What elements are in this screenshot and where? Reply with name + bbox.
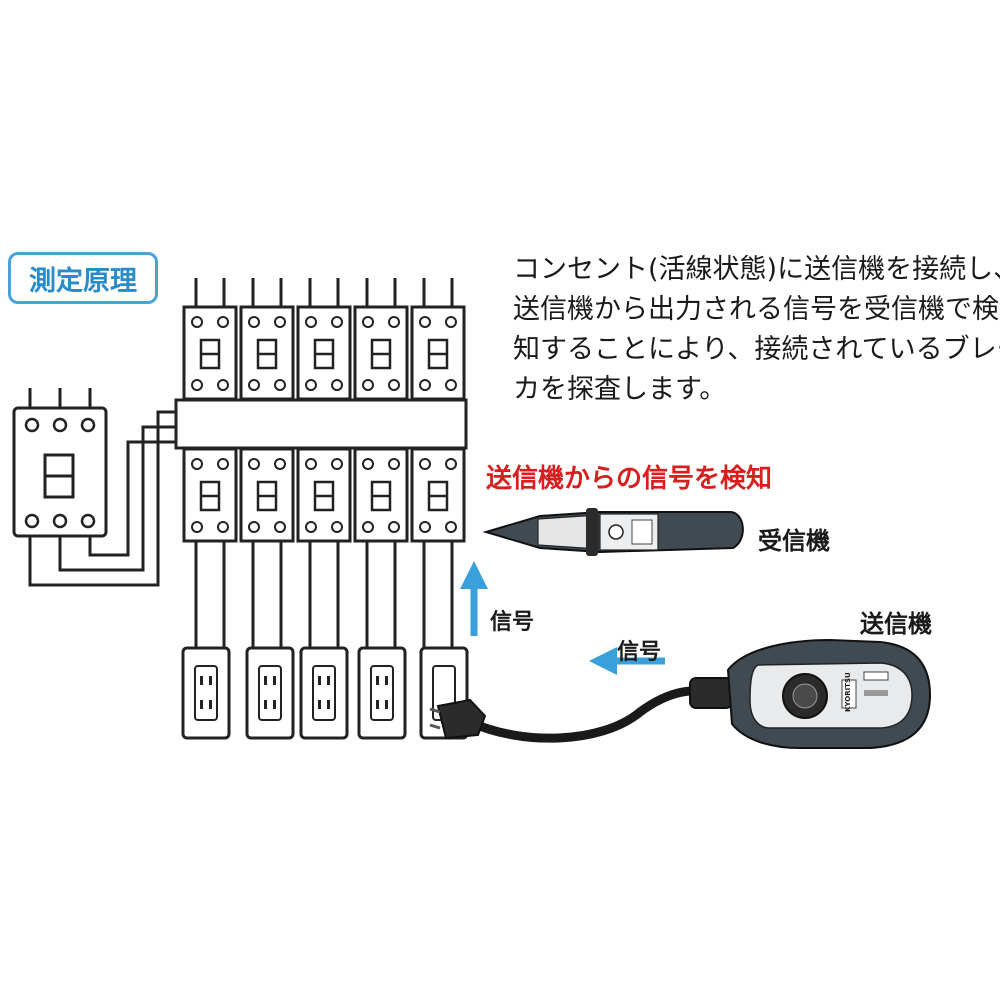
receiver-label: 受信機 — [758, 527, 830, 555]
transmitter-label: 送信機 — [860, 610, 932, 638]
description-line-4: カを探査します。 — [513, 374, 727, 405]
transmitter-device: KYORITSU — [726, 638, 932, 749]
signal-label-vertical: 信号 — [490, 610, 535, 635]
detect-signal-label: 送信機からの信号を検知 — [486, 464, 773, 494]
main-wires — [28, 410, 176, 587]
wall-outlets — [181, 646, 469, 740]
main-breaker — [12, 388, 108, 538]
description: コンセント(活線状態)に送信機を接続し、 送信機から出力される信号を受信機で検 … — [513, 250, 1000, 410]
section-title: 測定原理 — [8, 252, 158, 304]
description-line-1: コンセント(活線状態)に送信機を接続し、 — [513, 254, 1000, 285]
description-line-3: 知することにより、接続されているブレー — [513, 334, 1000, 365]
receiver-device — [482, 508, 744, 556]
lower-branch-breakers — [182, 447, 466, 543]
branch-wires — [194, 541, 454, 650]
description-line-2: 送信機から出力される信号を受信機で検 — [513, 294, 999, 325]
transmitter-cable — [429, 677, 735, 743]
bus-bar — [174, 398, 468, 450]
upper-branch-breakers — [182, 278, 466, 401]
transmitter-brand-text: KYORITSU — [844, 672, 852, 712]
signal-label-horizontal: 信号 — [617, 640, 662, 665]
